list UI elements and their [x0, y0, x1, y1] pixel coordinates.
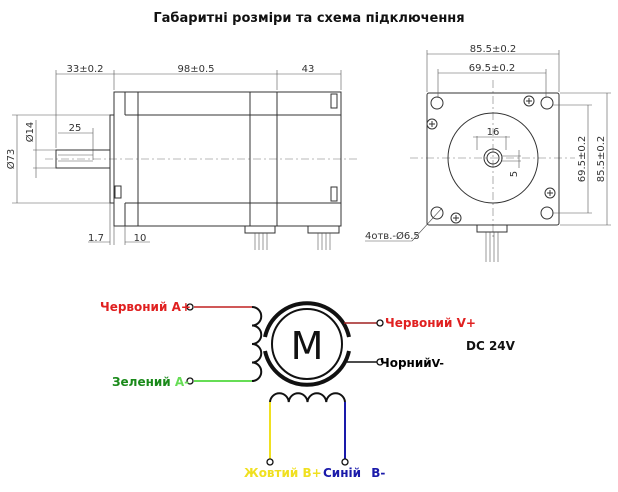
- dim-holes: 4отв.-Ø6.5: [365, 230, 420, 242]
- dim-shaft-length: 33±0.2: [66, 64, 103, 75]
- wiring-diagram: M Червоний A+ Зелений A- Червоний V+ Чор…: [100, 300, 516, 480]
- label-v-plus: Червоний V+: [385, 316, 476, 330]
- front-view: 85.5±0.2 69.5±0.2 69.5±0.2 85.5±0.2 16 5…: [365, 44, 611, 262]
- dim-flange-diameter: Ø73: [5, 149, 17, 170]
- dim-rear-length: 43: [302, 64, 315, 75]
- coil-b-icon: [269, 392, 346, 403]
- label-v-minus: ЧорнийV-: [380, 356, 444, 370]
- dim-body-length: 98±0.5: [177, 64, 214, 75]
- dim-flange-thickness: 1.7: [88, 233, 104, 244]
- label-supply: DC 24V: [466, 339, 516, 353]
- dim-height-outer: 85.5±0.2: [596, 136, 607, 183]
- label-b-minus: Синій B-: [323, 466, 385, 480]
- terminal-b-minus: [341, 458, 349, 466]
- terminal-v-minus: [376, 358, 384, 366]
- dim-flat: 5: [509, 171, 520, 177]
- terminal-v-plus: [376, 319, 384, 327]
- coil-a-icon: [251, 306, 263, 382]
- label-b-plus: Жовтий B+: [244, 466, 322, 480]
- dim-boss: 16: [487, 127, 500, 138]
- motor-label: M: [291, 324, 324, 368]
- label-a-plus: Червоний A+: [100, 300, 191, 314]
- terminal-a-plus: [186, 303, 194, 311]
- dim-boss-offset: 10: [134, 233, 147, 244]
- motor-symbol: M: [263, 301, 351, 387]
- terminal-b-plus: [266, 458, 274, 466]
- dim-key-length: 25: [69, 123, 82, 134]
- dim-shaft-diameter: Ø14: [24, 122, 36, 143]
- page-title: Габаритні розміри та схема підключення: [153, 11, 464, 26]
- dim-height-holes: 69.5±0.2: [577, 136, 588, 183]
- dim-width-holes: 69.5±0.2: [469, 63, 516, 74]
- screw-icon: [426, 95, 556, 224]
- label-a-minus: Зелений A-: [112, 375, 189, 389]
- dim-width-outer: 85.5±0.2: [470, 44, 517, 55]
- terminal-a-minus: [186, 377, 194, 385]
- side-view: 33±0.2 98±0.5 43 25 Ø73 Ø14 1.7 10: [5, 64, 360, 250]
